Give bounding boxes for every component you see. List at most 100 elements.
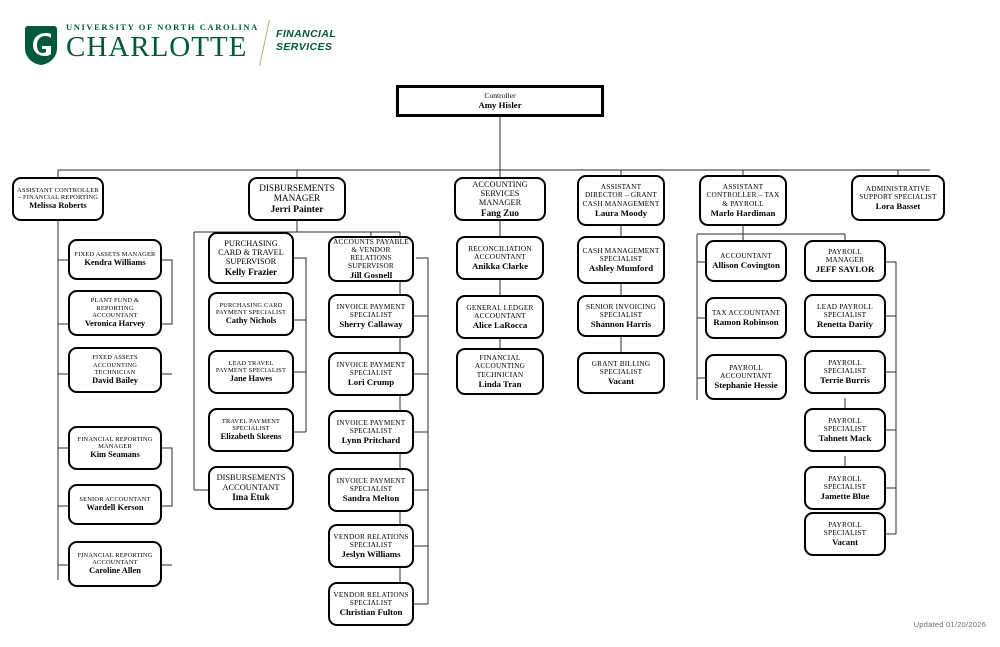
node-financial-accounting-technician[interactable]: FINANCIAL ACCOUNTING TECHNICIAN Linda Tr… bbox=[456, 348, 544, 395]
charlotte-crown-logo-icon bbox=[25, 26, 57, 65]
node-assistant-controller-tax-payroll[interactable]: ASSISTANT CONTROLLER – TAX & PAYROLL Mar… bbox=[699, 175, 787, 226]
logo-department-label: FINANCIAL SERVICES bbox=[276, 28, 337, 53]
node-tax-accountant[interactable]: TAX ACCOUNTANT Ramon Robinson bbox=[705, 297, 787, 339]
node-title: FINANCIAL REPORTING MANAGER bbox=[77, 436, 153, 451]
node-name: Ima Etuk bbox=[232, 492, 270, 503]
node-name: Jeslyn Williams bbox=[341, 549, 401, 560]
node-lead-payroll-specialist[interactable]: LEAD PAYROLL SPECIALIST Renetta Darity bbox=[804, 294, 886, 338]
node-title: LEAD TRAVEL PAYMENT SPECIALIST bbox=[215, 360, 287, 375]
node-title: PAYROLL SPECIALIST bbox=[823, 415, 867, 433]
node-title: ACCOUNTANT bbox=[720, 250, 772, 260]
node-invoice-payment-specialist-callaway[interactable]: INVOICE PAYMENT SPECIALIST Sherry Callaw… bbox=[328, 294, 414, 338]
node-name: Marlo Hardiman bbox=[710, 207, 776, 218]
node-name: Sandra Melton bbox=[342, 493, 400, 504]
node-invoice-payment-specialist-crump[interactable]: INVOICE PAYMENT SPECIALIST Lori Crump bbox=[328, 352, 414, 396]
node-administrative-support-specialist[interactable]: ADMINISTRATIVE SUPPORT SPECIALIST Lora B… bbox=[851, 175, 945, 221]
node-payroll-specialist-vacant[interactable]: PAYROLL SPECIALIST Vacant bbox=[804, 512, 886, 556]
node-name: Kim Seamans bbox=[90, 450, 140, 460]
node-invoice-payment-specialist-melton[interactable]: INVOICE PAYMENT SPECIALIST Sandra Melton bbox=[328, 468, 414, 512]
node-title: PAYROLL ACCOUNTANT bbox=[720, 362, 772, 380]
node-assistant-controller-financial-reporting[interactable]: ASSISTANT CONTROLLER – FINANCIAL REPORTI… bbox=[12, 177, 104, 221]
node-name: Terrie Burris bbox=[820, 375, 870, 386]
node-title: PAYROLL SPECIALIST bbox=[823, 519, 867, 537]
node-travel-payment-specialist[interactable]: TRAVEL PAYMENT SPECIALIST Elizabeth Skee… bbox=[208, 408, 294, 452]
node-name: Vacant bbox=[607, 376, 635, 387]
node-accountant-covington[interactable]: ACCOUNTANT Allison Covington bbox=[705, 240, 787, 282]
node-name: Amy Hisler bbox=[478, 100, 522, 111]
node-name: David Bailey bbox=[92, 375, 138, 385]
node-disbursements-manager[interactable]: DISBURSEMENTS MANAGER Jerri Painter bbox=[248, 177, 346, 221]
logo-wordmark: UNIVERSITY OF NORTH CAROLINA CHARLOTTE bbox=[66, 22, 259, 62]
node-title: DISBURSEMENTS ACCOUNTANT bbox=[216, 473, 286, 492]
node-invoice-payment-specialist-pritchard[interactable]: INVOICE PAYMENT SPECIALIST Lynn Pritchar… bbox=[328, 410, 414, 454]
node-senior-invoicing-specialist[interactable]: SENIOR INVOICING SPECIALIST Shannon Harr… bbox=[577, 295, 665, 337]
node-title: TRAVEL PAYMENT SPECIALIST bbox=[221, 418, 281, 433]
node-payroll-specialist-blue[interactable]: PAYROLL SPECIALIST Jamette Blue bbox=[804, 466, 886, 510]
node-disbursements-accountant[interactable]: DISBURSEMENTS ACCOUNTANT Ima Etuk bbox=[208, 466, 294, 510]
logo-university-line: UNIVERSITY OF NORTH CAROLINA bbox=[66, 22, 259, 32]
node-plant-fund-reporting-accountant[interactable]: PLANT FUND & REPORTING ACCOUNTANT Veroni… bbox=[68, 290, 162, 336]
node-fixed-assets-accounting-technician[interactable]: FIXED ASSETS ACCOUNTING TECHNICIAN David… bbox=[68, 347, 162, 393]
node-title: GRANT BILLING SPECIALIST bbox=[591, 358, 651, 376]
node-name: Alice LaRocca bbox=[472, 320, 528, 331]
node-payroll-specialist-burris[interactable]: PAYROLL SPECIALIST Terrie Burris bbox=[804, 350, 886, 394]
node-assistant-director-grant-cash-management[interactable]: ASSISTANT DIRECTOR – GRANT CASH MANAGEME… bbox=[577, 175, 665, 226]
node-lead-travel-payment-specialist[interactable]: LEAD TRAVEL PAYMENT SPECIALIST Jane Hawe… bbox=[208, 350, 294, 394]
node-name: Vacant bbox=[831, 537, 859, 548]
node-name: Ramon Robinson bbox=[713, 317, 779, 328]
node-payroll-accountant[interactable]: PAYROLL ACCOUNTANT Stephanie Hessie bbox=[705, 354, 787, 400]
node-name: JEFF SAYLOR bbox=[815, 264, 875, 275]
node-name: Jerri Painter bbox=[270, 203, 324, 215]
node-purchasing-card-payment-specialist[interactable]: PURCHASING CARD PAYMENT SPECIALIST Cathy… bbox=[208, 292, 294, 336]
node-title: INVOICE PAYMENT SPECIALIST bbox=[336, 475, 406, 493]
node-accounts-payable-vendor-relations-supervisor[interactable]: ACCOUNTS PAYABLE & VENDOR RELATIONS SUPE… bbox=[328, 236, 414, 282]
node-title: FIXED ASSETS MANAGER bbox=[74, 251, 156, 259]
node-title: Controller bbox=[484, 90, 516, 100]
node-controller[interactable]: Controller Amy Hisler bbox=[396, 85, 604, 117]
node-title: PAYROLL SPECIALIST bbox=[823, 357, 867, 375]
node-name: Laura Moody bbox=[594, 207, 648, 218]
node-name: Ashley Mumford bbox=[588, 263, 654, 274]
node-grant-billing-specialist[interactable]: GRANT BILLING SPECIALIST Vacant bbox=[577, 352, 665, 394]
node-reconciliation-accountant[interactable]: RECONCILIATION ACCOUNTANT Anikka Clarke bbox=[456, 236, 544, 280]
node-payroll-manager[interactable]: PAYROLL MANAGER JEFF SAYLOR bbox=[804, 240, 886, 282]
node-vendor-relations-specialist-williams[interactable]: VENDOR RELATIONS SPECIALIST Jeslyn Willi… bbox=[328, 524, 414, 568]
node-title: ASSISTANT CONTROLLER – FINANCIAL REPORTI… bbox=[17, 187, 99, 202]
node-title: INVOICE PAYMENT SPECIALIST bbox=[336, 359, 406, 377]
uncc-financial-services-logo: UNIVERSITY OF NORTH CAROLINA CHARLOTTE F… bbox=[24, 20, 336, 70]
node-title: ASSISTANT CONTROLLER – TAX & PAYROLL bbox=[706, 182, 780, 208]
node-name: Fang Zuo bbox=[480, 207, 520, 218]
node-title: ACCOUNTS PAYABLE & VENDOR RELATIONS SUPE… bbox=[333, 236, 409, 271]
node-title: PURCHASING CARD PAYMENT SPECIALIST bbox=[215, 302, 287, 317]
node-name: Lynn Pritchard bbox=[341, 435, 401, 446]
node-title: PURCHASING CARD & TRAVEL SUPERVISOR bbox=[218, 238, 284, 267]
node-payroll-specialist-mack[interactable]: PAYROLL SPECIALIST Tahnett Mack bbox=[804, 408, 886, 452]
node-name: Christian Fulton bbox=[339, 607, 403, 618]
node-name: Caroline Allen bbox=[89, 566, 141, 576]
node-title: CASH MANAGEMENT SPECIALIST bbox=[582, 245, 660, 263]
node-purchasing-card-travel-supervisor[interactable]: PURCHASING CARD & TRAVEL SUPERVISOR Kell… bbox=[208, 232, 294, 284]
node-name: Wardell Kerson bbox=[86, 503, 144, 513]
node-vendor-relations-specialist-fulton[interactable]: VENDOR RELATIONS SPECIALIST Christian Fu… bbox=[328, 582, 414, 626]
node-name: Lori Crump bbox=[347, 377, 395, 388]
node-financial-reporting-manager[interactable]: FINANCIAL REPORTING MANAGER Kim Seamans bbox=[68, 426, 162, 470]
node-accounting-services-manager[interactable]: ACCOUNTING SERVICES MANAGER Fang Zuo bbox=[454, 177, 546, 221]
node-cash-management-specialist[interactable]: CASH MANAGEMENT SPECIALIST Ashley Mumfor… bbox=[577, 236, 665, 284]
node-name: Jane Hawes bbox=[229, 374, 273, 384]
node-title: PAYROLL MANAGER bbox=[825, 246, 865, 264]
node-title: PAYROLL SPECIALIST bbox=[823, 473, 867, 491]
node-title: PLANT FUND & REPORTING ACCOUNTANT bbox=[90, 297, 140, 319]
logo-divider-rule bbox=[259, 20, 270, 66]
node-title: GENERAL LEDGER ACCOUNTANT bbox=[466, 302, 534, 320]
node-fixed-assets-manager[interactable]: FIXED ASSETS MANAGER Kendra Williams bbox=[68, 239, 162, 280]
node-title: DISBURSEMENTS MANAGER bbox=[259, 183, 335, 204]
node-title: ACCOUNTING SERVICES MANAGER bbox=[472, 179, 528, 208]
node-financial-reporting-accountant[interactable]: FINANCIAL REPORTING ACCOUNTANT Caroline … bbox=[68, 541, 162, 587]
node-general-ledger-accountant[interactable]: GENERAL LEDGER ACCOUNTANT Alice LaRocca bbox=[456, 295, 544, 339]
node-senior-accountant[interactable]: SENIOR ACCOUNTANT Wardell Kerson bbox=[68, 484, 162, 525]
node-name: Melissa Roberts bbox=[29, 201, 87, 211]
node-name: Jill Gosnell bbox=[349, 270, 393, 281]
node-title: INVOICE PAYMENT SPECIALIST bbox=[336, 301, 406, 319]
node-title: VENDOR RELATIONS SPECIALIST bbox=[333, 531, 409, 549]
